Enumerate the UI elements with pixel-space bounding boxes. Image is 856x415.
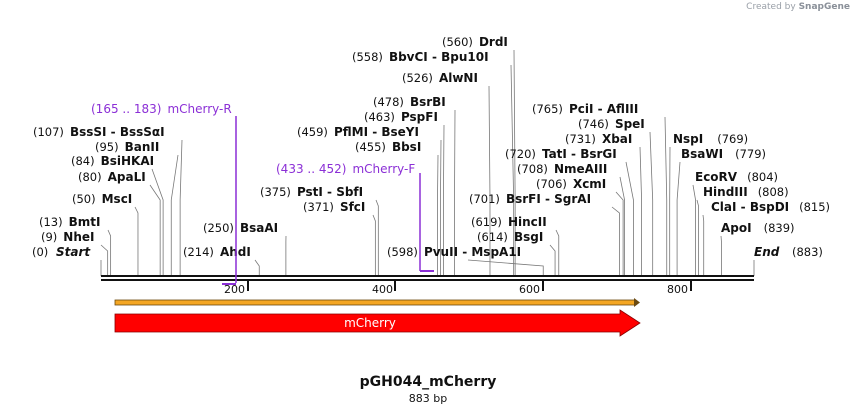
site-apali[interactable]: (80)ApaLI — [78, 170, 146, 184]
end-position: (883) — [792, 245, 823, 259]
site-leader-line — [179, 139, 183, 275]
created-by-label: Created by — [746, 2, 796, 12]
primer-mcherry-r[interactable]: (165 .. 183)mCherry-R — [91, 102, 237, 285]
site-ecorv[interactable]: EcoRV(804) — [695, 170, 778, 184]
site-leader-line — [440, 139, 442, 275]
site-bsrfi[interactable]: (701)BsrFI - SgrAI — [469, 192, 591, 206]
mcherry-feature[interactable]: mCherry — [114, 309, 641, 337]
start-label: Start — [56, 245, 91, 259]
site-bsrbi[interactable]: (478)BsrBI — [373, 95, 446, 109]
site-leader-line — [107, 229, 112, 275]
site-leader-line — [254, 259, 260, 275]
site-hindiii[interactable]: HindIII(808) — [703, 185, 789, 199]
plasmid-length: 883 bp — [408, 392, 448, 405]
end-label: End — [754, 245, 780, 259]
primer-mcherry-f-label: (433 .. 452)mCherry-F — [276, 162, 415, 176]
site-bsihkai[interactable]: (84)BsiHKAI — [71, 154, 154, 168]
site-leader-line — [649, 131, 654, 275]
primer-mcherry-f[interactable]: (433 .. 452)mCherry-F — [276, 162, 434, 272]
site-bsssi[interactable]: (107)BssSI - BssSαI — [33, 125, 165, 139]
site-bbvci[interactable]: (558)BbvCI - Bpu10I — [352, 50, 489, 64]
site-hincii[interactable]: (619)HincII — [471, 215, 547, 229]
site-leader-line — [149, 184, 161, 275]
site-leader-line — [442, 124, 445, 275]
site-nmeaiii[interactable]: (708)NmeAIII — [517, 162, 607, 176]
site-leader-line — [437, 154, 439, 275]
site-sfci[interactable]: (371)SfcI — [303, 200, 365, 214]
site-leader-line — [375, 199, 379, 275]
orf-feature[interactable] — [114, 298, 640, 307]
ruler-label-400: 400 — [372, 283, 393, 296]
site-bbsi[interactable]: (455)BbsI — [355, 140, 421, 154]
site-leader-line — [467, 259, 544, 275]
site-bsaai[interactable]: (250)BsaAI — [203, 221, 278, 235]
site-leader-line — [702, 214, 705, 275]
site-leader-line — [555, 229, 560, 275]
site-leader-line — [611, 206, 620, 275]
site-leader-lines — [100, 49, 755, 276]
site-pvuii[interactable]: (598)PvuII - MspA1I — [387, 245, 521, 259]
site-leader-line — [619, 176, 625, 275]
ruler: 200 400 600 800 — [224, 280, 692, 296]
site-leader-line — [488, 85, 491, 275]
site-leader-line — [372, 214, 376, 275]
site-clai[interactable]: ClaI - BspDI(815) — [711, 200, 830, 214]
start-position: (0) — [32, 245, 48, 259]
primer-mcherry-r-label: (165 .. 183)mCherry-R — [91, 102, 232, 116]
site-bsgi[interactable]: (614)BsgI — [477, 230, 543, 244]
site-xcmi[interactable]: (706)XcmI — [536, 177, 606, 191]
site-msci[interactable]: (50)MscI — [72, 192, 132, 206]
site-leader-line — [454, 109, 456, 275]
site-bsawi[interactable]: BsaWI(779) — [681, 147, 766, 161]
site-nhei[interactable]: (9)NheI — [41, 230, 95, 244]
site-leader-line — [134, 206, 139, 275]
site-drdi[interactable]: (560)DrdI — [442, 35, 508, 49]
site-leader-line — [549, 244, 556, 275]
site-leader-line — [151, 168, 164, 275]
site-leader-line — [696, 199, 699, 275]
mcherry-arrow — [114, 309, 641, 337]
snapgene-credit: Created by SnapGene — [746, 2, 850, 12]
site-psti[interactable]: (375)PstI - SbfI — [260, 185, 363, 199]
site-alwni[interactable]: (526)AlwNI — [402, 71, 478, 85]
site-leader-line — [625, 161, 634, 275]
site-apoi[interactable]: ApoI(839) — [721, 221, 795, 235]
plasmid-name: pGH044_mCherry — [359, 374, 497, 390]
site-spei[interactable]: (746)SpeI — [578, 117, 645, 131]
site-leader-line — [510, 64, 515, 275]
ruler-label-600: 600 — [519, 283, 540, 296]
site-leader-line — [664, 116, 668, 275]
snapgene-brand: SnapGene — [798, 2, 850, 12]
site-leader-line — [676, 161, 681, 275]
site-xbai[interactable]: (731)XbaI — [565, 132, 632, 146]
orf-bar — [114, 299, 636, 306]
orf-arrowhead — [634, 298, 640, 307]
site-leader-line — [692, 184, 696, 275]
site-ahdi[interactable]: (214)AhdI — [183, 245, 251, 259]
ruler-label-800: 800 — [667, 283, 688, 296]
site-leader-line — [513, 49, 516, 275]
site-bmti[interactable]: (13)BmtI — [39, 215, 100, 229]
site-leader-line — [170, 154, 179, 275]
site-leader-line — [639, 146, 642, 275]
ruler-label-200: 200 — [224, 283, 245, 296]
site-nspi[interactable]: NspI(769) — [673, 132, 748, 146]
mcherry-label: mCherry — [344, 316, 396, 330]
site-pflmi[interactable]: (459)PflMI - BseYI — [297, 125, 419, 139]
site-pspfi[interactable]: (463)PspFI — [364, 110, 438, 124]
restriction-site-labels: (9)NheI (13)BmtI (50)MscI (80)ApaLI (84)… — [33, 35, 830, 259]
site-banii[interactable]: (95)BanII — [95, 140, 159, 154]
site-pcii[interactable]: (765)PciI - AflIII — [532, 102, 638, 116]
site-leader-line — [100, 244, 109, 275]
site-tati[interactable]: (720)TatI - BsrGI — [505, 147, 617, 161]
site-leader-line — [615, 191, 624, 275]
